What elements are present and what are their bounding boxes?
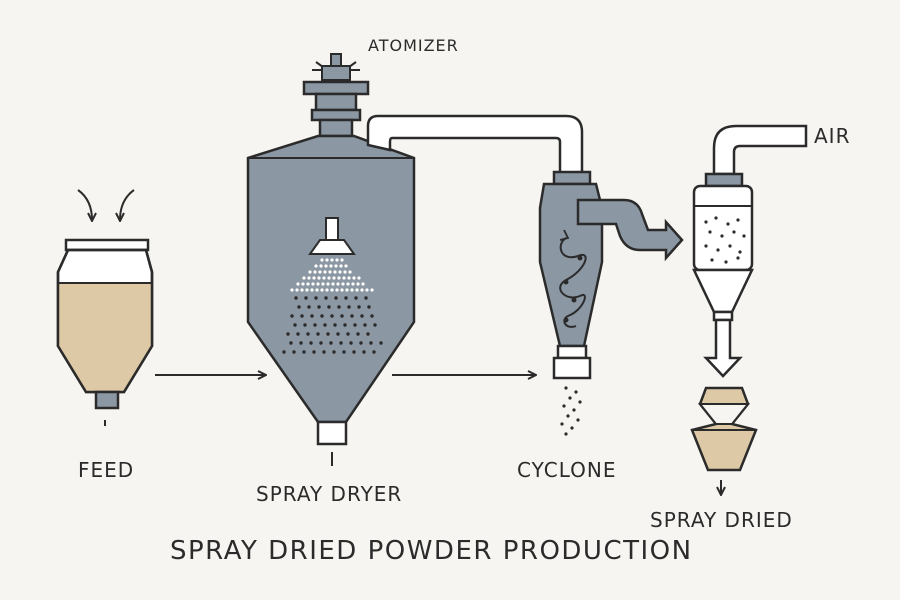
feed-liquid <box>59 283 151 391</box>
feed-tank <box>56 189 154 426</box>
cyclone-vortex <box>559 237 587 328</box>
spray-dryer-label: SPRAY DRYER <box>256 482 403 506</box>
spray-droplets <box>282 258 383 354</box>
atomizer <box>302 53 370 138</box>
feed-tank-lid <box>64 238 150 252</box>
spray-dried-label: SPRAY DRIED <box>650 508 793 532</box>
air-label: AIR <box>814 124 851 148</box>
collector-particles <box>704 216 746 264</box>
air-inlet-duct <box>712 124 808 176</box>
spray-dryer <box>246 53 584 466</box>
feed-label: FEED <box>78 458 135 482</box>
feed-inlet-arrow-left <box>77 189 92 220</box>
spray-nozzle <box>308 217 356 255</box>
powder-collector <box>690 124 808 494</box>
cyclone <box>538 170 684 436</box>
feed-inlet-arrow-right <box>120 189 135 220</box>
diagram-title: SPRAY DRIED POWDER PRODUCTION <box>170 536 693 566</box>
cyclone-label: CYCLONE <box>517 458 617 482</box>
collector-body <box>692 184 754 272</box>
collector-to-bin-arrow <box>703 318 743 378</box>
atomizer-label: ATOMIZER <box>368 36 459 55</box>
feed-tank-outlet <box>94 390 120 410</box>
spray-dryer-outlet <box>316 420 348 446</box>
cyclone-powder-discharge <box>560 386 582 436</box>
spray-dryer-chamber <box>246 134 416 424</box>
cyclone-air-outlet <box>576 198 684 262</box>
